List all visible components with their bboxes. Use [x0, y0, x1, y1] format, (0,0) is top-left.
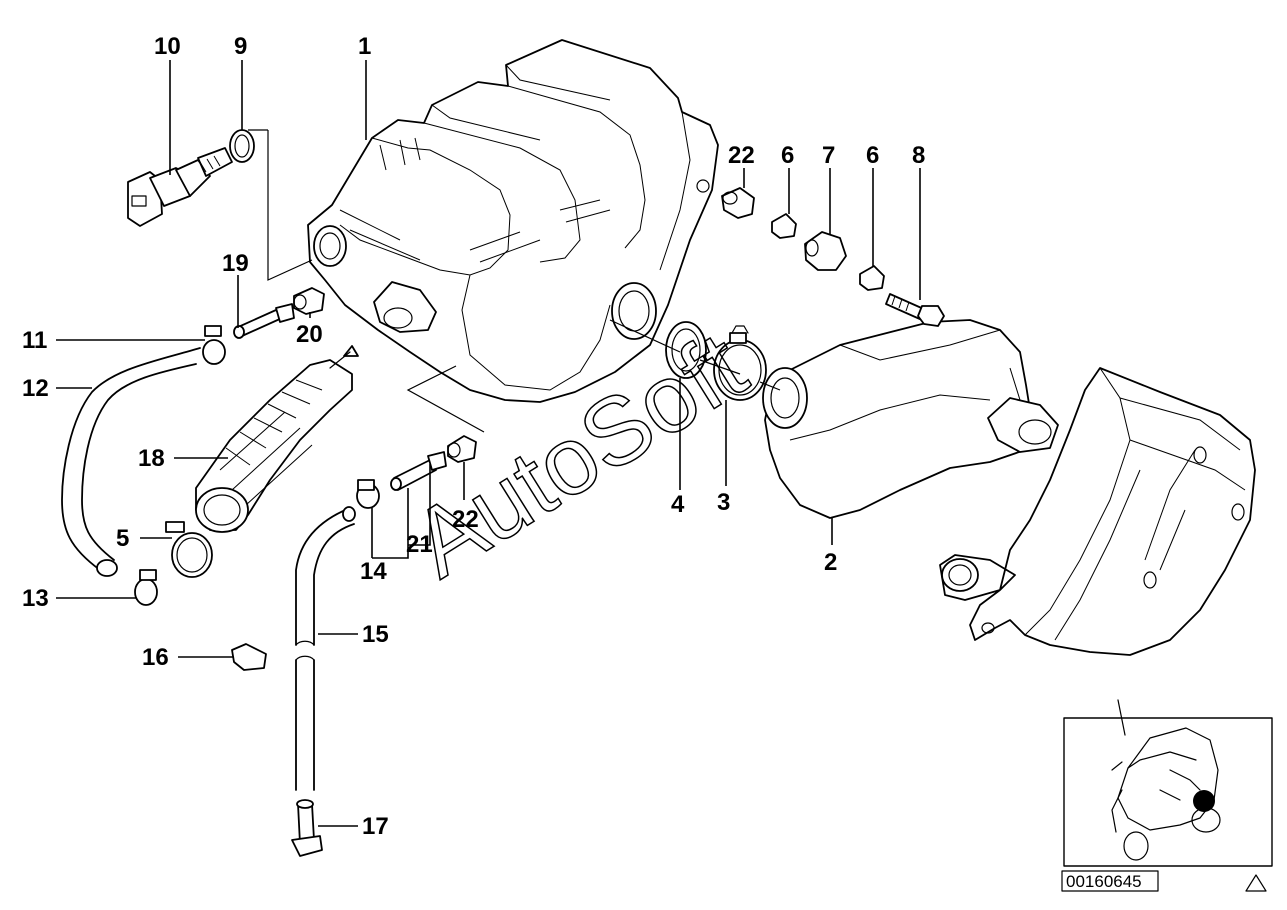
part-14-clamp — [356, 479, 380, 509]
callout-22b: 22 — [452, 506, 479, 533]
location-marker — [1193, 790, 1215, 812]
callout-3: 3 — [717, 489, 730, 516]
callout-18: 18 — [138, 445, 165, 472]
part-4-sealing-ring — [665, 321, 707, 379]
part-10-sensor — [127, 147, 233, 227]
location-inset: 00160645 — [1061, 699, 1273, 892]
callout-21: 21 — [406, 531, 433, 558]
callout-19: 19 — [222, 250, 249, 277]
part-18-intake-boot — [195, 345, 359, 533]
diagram-code: 00160645 — [1066, 872, 1142, 891]
callout-9: 9 — [234, 33, 247, 60]
callout-7: 7 — [822, 142, 835, 169]
part-5-clamp — [165, 521, 213, 578]
callout-4: 4 — [671, 491, 685, 518]
part-19-hose-nipple — [233, 303, 295, 339]
callout-11: 11 — [22, 327, 47, 354]
assembly-guide-lines — [248, 129, 781, 433]
callout-13: 13 — [22, 585, 49, 612]
callout-12: 12 — [22, 375, 49, 402]
callout-6a: 6 — [781, 142, 794, 169]
callout-1: 1 — [358, 33, 371, 60]
callout-labels: 1 2 3 4 5 6 6 7 8 9 10 11 12 13 14 15 16… — [22, 33, 925, 840]
part-8-bolt — [885, 293, 945, 327]
part-17-drain-valve — [291, 799, 323, 857]
part-9-o-ring — [229, 129, 255, 163]
part-11-clamp — [202, 325, 226, 365]
part-7-rubber-mount — [804, 231, 847, 271]
callout-17: 17 — [362, 813, 389, 840]
callout-15: 15 — [362, 621, 389, 648]
leader-lines — [56, 60, 921, 827]
part-13-clamp — [134, 569, 158, 606]
part-2-intake-duct — [762, 319, 1059, 519]
part-1-air-filter-housing — [307, 39, 719, 403]
part-16-clip — [231, 643, 267, 671]
callout-22a: 22 — [728, 142, 755, 169]
callout-20: 20 — [296, 321, 323, 348]
part-20-grommet — [293, 287, 325, 315]
part-6-washer-a — [771, 213, 797, 239]
part-22-bushing-bottom — [447, 435, 477, 463]
part-3-hose-clamp — [713, 325, 767, 401]
callout-6b: 6 — [866, 142, 879, 169]
part-12-hose — [61, 347, 201, 577]
callout-10: 10 — [154, 33, 181, 60]
callout-14: 14 — [360, 558, 387, 585]
callout-2: 2 — [824, 549, 837, 576]
warning-triangle-icon — [1245, 874, 1267, 892]
callout-16: 16 — [142, 644, 169, 671]
part-21-hose-nipple — [390, 451, 447, 491]
muffler-part — [939, 367, 1256, 656]
part-6-washer-b — [859, 265, 885, 291]
callout-5: 5 — [116, 525, 129, 552]
callout-8: 8 — [912, 142, 925, 169]
part-22-bushing-top — [721, 187, 755, 219]
part-15-hose — [295, 506, 356, 791]
